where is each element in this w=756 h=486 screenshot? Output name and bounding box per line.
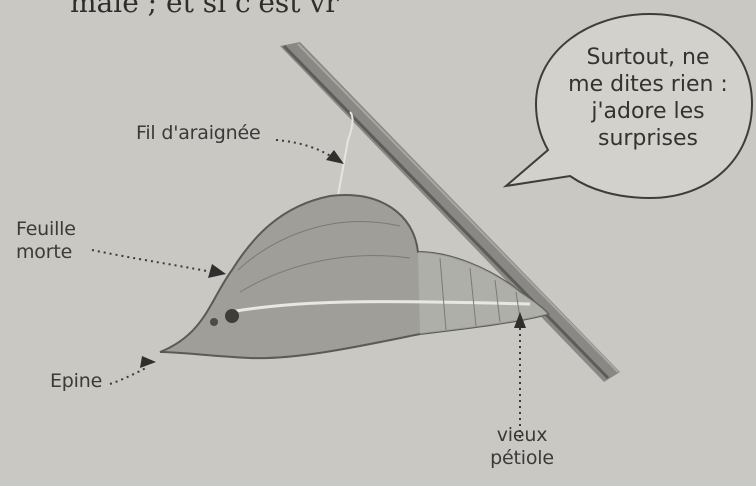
label-old-petiole-line-1: vieux xyxy=(486,424,558,447)
bubble-line-1: Surtout, ne xyxy=(560,44,736,71)
label-spider-thread: Fil d'araignée xyxy=(136,122,261,145)
bubble-line-3: j'adore les xyxy=(560,98,736,125)
label-dead-leaf-line-1: Feuille xyxy=(16,218,76,241)
label-dead-leaf: Feuille morte xyxy=(16,218,76,264)
label-dead-leaf-line-2: morte xyxy=(16,241,76,264)
bubble-line-4: surprises xyxy=(560,125,736,152)
label-spine: Epine xyxy=(50,370,102,393)
bubble-line-2: me dites rien : xyxy=(560,71,736,98)
chrysalis xyxy=(160,195,548,358)
speech-bubble-text: Surtout, ne me dites rien : j'adore les … xyxy=(560,44,736,152)
label-old-petiole: vieux pétiole xyxy=(486,424,558,470)
label-old-petiole-line-2: pétiole xyxy=(486,447,558,470)
spider-thread xyxy=(338,112,353,196)
